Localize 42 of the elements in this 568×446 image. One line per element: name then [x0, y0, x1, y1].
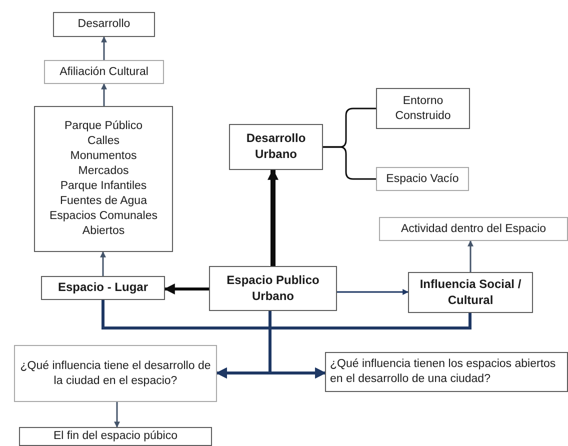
box-label: Espacio - Lugar — [58, 280, 148, 296]
box-label: Desarrollo Urbano — [245, 131, 307, 163]
process-box — [229, 124, 323, 170]
arrow — [101, 83, 107, 106]
box-label: Actividad dentro del Espacio — [400, 222, 546, 236]
box-label: Entorno Construido — [394, 94, 452, 124]
arrow — [100, 251, 106, 276]
box-label: ¿Qué influencia tiene el desarrollo de la ciudad en el espacio? — [19, 358, 212, 388]
list-item: Mercados — [78, 164, 129, 179]
list-item: Espacios Comunales — [49, 208, 158, 224]
arrow — [101, 36, 107, 60]
list-item: Calles — [88, 134, 120, 150]
list-item: Parque Público — [64, 119, 142, 134]
process-box — [41, 276, 165, 300]
heading-box — [53, 12, 155, 37]
list-item: Fuentes de Agua — [60, 194, 147, 209]
box-label: Espacio Publico Urbano — [226, 272, 320, 304]
box-label: ¿Qué influencia tienen los espacios abiertos en el desarrollo de una ciudad? — [330, 357, 557, 387]
question-box — [14, 345, 217, 402]
arrow — [268, 168, 278, 266]
arrow — [164, 284, 209, 294]
arrow — [337, 289, 409, 295]
process-box — [19, 427, 212, 446]
box-label: Desarrollo — [78, 17, 130, 32]
process-box — [408, 272, 533, 313]
arrow — [114, 402, 120, 428]
box-label: Influencia Social / Cultural — [418, 276, 522, 308]
central-box — [209, 266, 337, 311]
process-box — [376, 167, 469, 191]
box-label: El fin del espacio púbico — [53, 429, 178, 444]
list-box — [34, 106, 173, 252]
list-item: Monumentos — [70, 149, 137, 164]
box-label: Espacio Vacío — [386, 172, 459, 186]
arrow — [468, 240, 474, 272]
list-item: Parque Infantiles — [60, 179, 147, 194]
process-box — [376, 88, 470, 129]
process-box — [379, 217, 568, 241]
process-box — [44, 60, 164, 84]
brace-connector — [323, 146, 376, 180]
list-item: Abiertos — [82, 224, 125, 239]
question-box — [325, 352, 568, 392]
box-label: Afiliación Cultural — [60, 64, 148, 80]
